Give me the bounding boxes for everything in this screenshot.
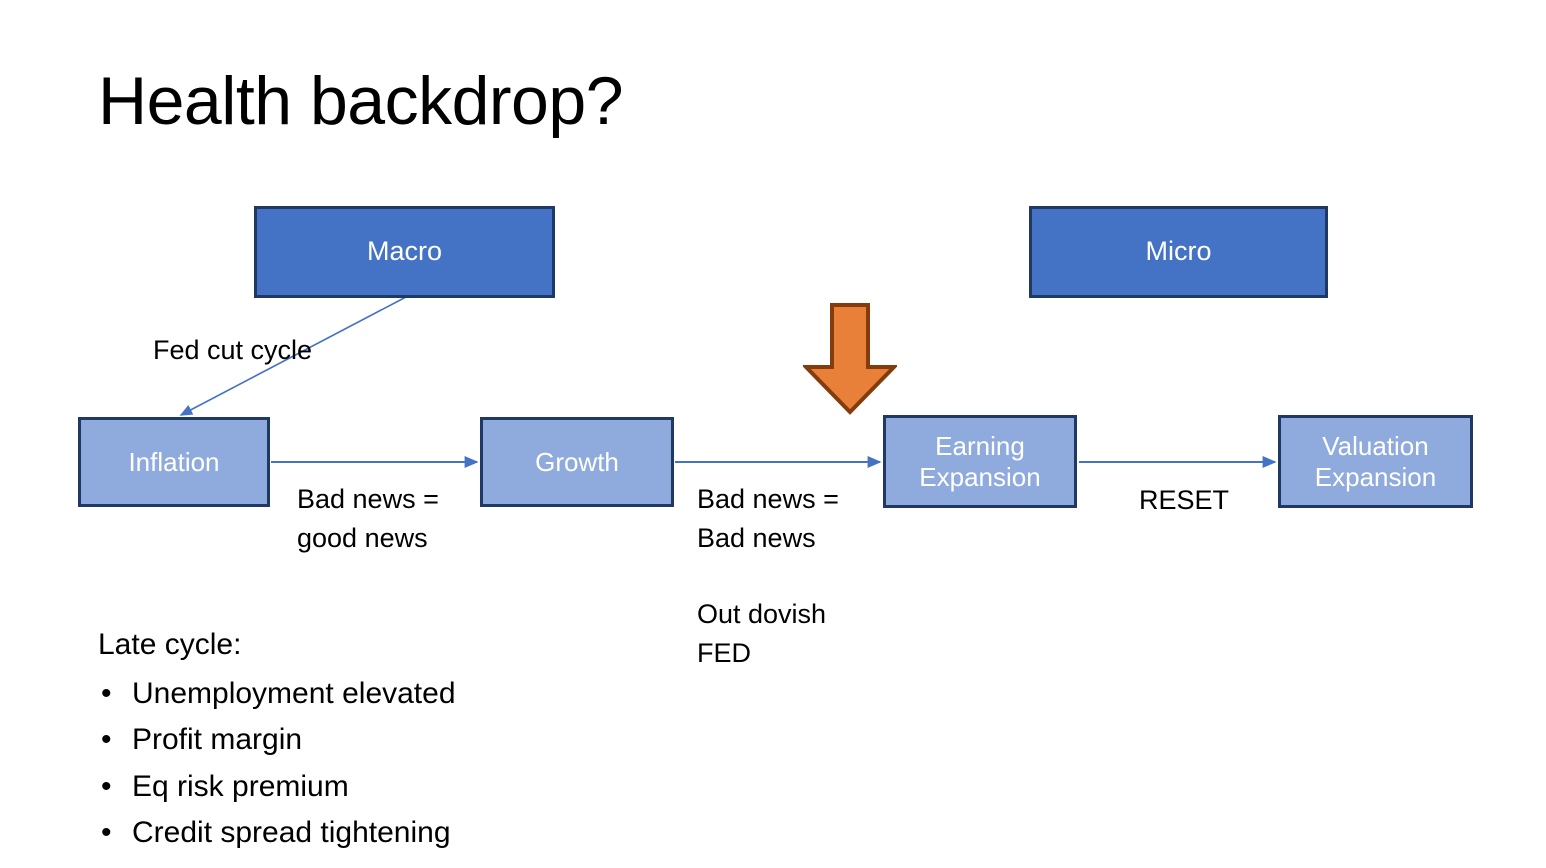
node-inflation-label: Inflation bbox=[128, 446, 220, 477]
list-item: • Eq risk premium bbox=[98, 764, 658, 811]
label-reset: RESET bbox=[1139, 485, 1230, 515]
label-out-dovish-fed: Out dovish FED bbox=[697, 599, 827, 669]
bullet-icon: • bbox=[101, 769, 112, 803]
list-item-label: Eq risk premium bbox=[132, 769, 349, 803]
node-valuation-expansion-line2: Expansion bbox=[1314, 461, 1437, 492]
late-cycle-heading: Late cycle: bbox=[98, 628, 242, 661]
node-valuation-expansion[interactable]: Valuation Expansion bbox=[1278, 415, 1473, 508]
node-valuation-expansion-label: Valuation Expansion bbox=[1315, 431, 1436, 492]
node-micro-label: Micro bbox=[1145, 236, 1212, 267]
node-growth[interactable]: Growth bbox=[480, 417, 674, 507]
bullet-icon: • bbox=[101, 676, 112, 710]
node-valuation-expansion-line1: Valuation bbox=[1322, 430, 1429, 461]
bullet-icon: • bbox=[101, 723, 112, 756]
node-earning-expansion-line1: Earning bbox=[935, 430, 1025, 461]
late-cycle-block: Late cycle: • Unemployment elevated • Pr… bbox=[98, 622, 658, 857]
node-growth-label: Growth bbox=[535, 446, 619, 477]
node-macro-label: Macro bbox=[366, 236, 442, 267]
list-item-label: Unemployment elevated bbox=[132, 676, 456, 710]
node-inflation[interactable]: Inflation bbox=[78, 417, 270, 507]
page-title: Health backdrop? bbox=[98, 63, 624, 139]
node-micro[interactable]: Micro bbox=[1029, 206, 1328, 298]
label-fed-cut-cycle: Fed cut cycle bbox=[153, 335, 313, 365]
list-item-label: Credit spread tightening bbox=[132, 816, 451, 849]
node-earning-expansion-line2: Expansion bbox=[919, 461, 1041, 492]
late-cycle-list: • Unemployment elevated • Profit margin … bbox=[98, 671, 658, 857]
list-item: • Profit margin bbox=[98, 717, 658, 764]
list-item: • Credit spread tightening bbox=[98, 810, 658, 857]
list-item: • Unemployment elevated bbox=[98, 671, 658, 718]
orange-down-arrow-icon bbox=[803, 303, 897, 415]
label-bad-news-bad-news: Bad news = Bad news bbox=[697, 484, 839, 554]
node-earning-expansion[interactable]: Earning Expansion bbox=[883, 415, 1077, 508]
node-earning-expansion-label: Earning Expansion bbox=[919, 431, 1040, 492]
bullet-icon: • bbox=[101, 816, 112, 849]
node-macro[interactable]: Macro bbox=[254, 206, 555, 298]
label-bad-news-good-news: Bad news = good news bbox=[297, 484, 439, 554]
list-item-label: Profit margin bbox=[132, 723, 303, 756]
